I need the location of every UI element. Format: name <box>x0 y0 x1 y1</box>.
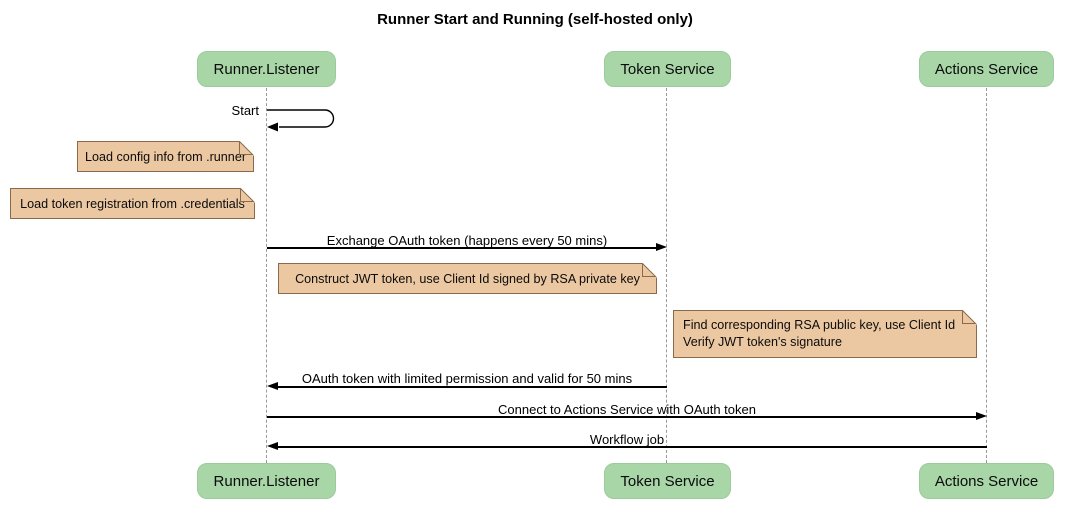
note-fold-icon <box>240 188 255 203</box>
participant-label: Token Service <box>620 472 715 490</box>
note-load-credentials: Load token registration from .credential… <box>10 188 255 219</box>
note-text: Load config info from .runner <box>85 149 247 164</box>
participant-label: Actions Service <box>934 472 1039 490</box>
note-fold-icon <box>642 263 657 278</box>
message-line-exchange-oauth <box>267 247 656 249</box>
participant-label: Runner.Listener <box>213 60 320 78</box>
participant-actions-service-top: Actions Service <box>919 51 1054 87</box>
note-text: Load token registration from .credential… <box>20 196 245 211</box>
participant-label: Token Service <box>620 60 715 78</box>
participant-label: Actions Service <box>934 60 1039 78</box>
note-construct-jwt: Construct JWT token, use Client Id signe… <box>278 263 657 294</box>
lifeline-token-service <box>666 88 667 463</box>
message-label-oauth-return: OAuth token with limited permission and … <box>301 371 633 386</box>
arrowhead-right-icon <box>656 243 667 251</box>
lifeline-actions-service <box>986 88 987 463</box>
message-label-exchange-oauth: Exchange OAuth token (happens every 50 m… <box>326 233 608 248</box>
participant-actions-service-bottom: Actions Service <box>919 463 1054 499</box>
message-line-workflow-job <box>278 446 987 448</box>
note-text: Find corresponding RSA public key, use C… <box>683 318 956 349</box>
self-loop-arrow <box>267 109 335 132</box>
arrowhead-left-icon <box>267 382 278 390</box>
note-verify-jwt: Find corresponding RSA public key, use C… <box>673 310 977 358</box>
message-label-start: Start <box>231 103 259 118</box>
participant-token-service-top: Token Service <box>604 51 731 87</box>
participant-label: Runner.Listener <box>213 472 320 490</box>
note-fold-icon <box>239 141 254 156</box>
participant-runner-listener-bottom: Runner.Listener <box>197 463 336 499</box>
note-fold-icon <box>962 310 977 325</box>
message-label-connect-actions: Connect to Actions Service with OAuth to… <box>498 402 756 417</box>
participant-token-service-bottom: Token Service <box>604 463 731 499</box>
arrowhead-left-icon <box>267 442 278 450</box>
lifeline-runner-listener <box>266 88 267 463</box>
message-line-oauth-return <box>278 386 667 388</box>
participant-runner-listener-top: Runner.Listener <box>197 51 336 87</box>
message-label-workflow-job: Workflow job <box>589 432 665 447</box>
arrowhead-right-icon <box>976 412 987 420</box>
note-load-config: Load config info from .runner <box>77 141 254 172</box>
note-text: Construct JWT token, use Client Id signe… <box>295 271 640 286</box>
diagram-title: Runner Start and Running (self-hosted on… <box>377 11 693 28</box>
message-line-connect-actions <box>267 416 976 418</box>
